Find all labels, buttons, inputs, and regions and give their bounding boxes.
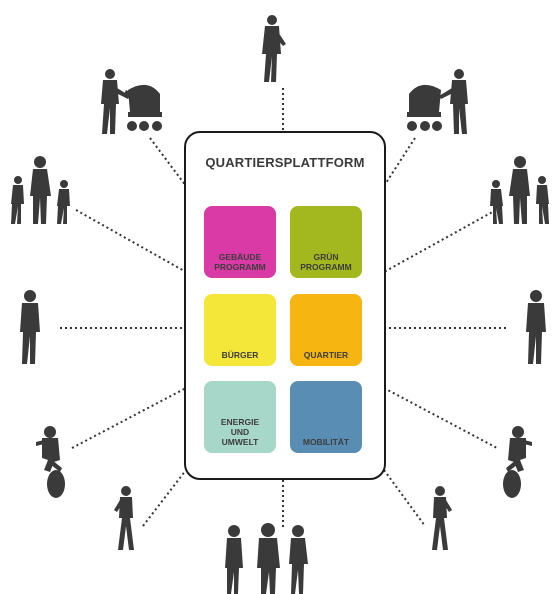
module-label: MOBILITÄT [302, 437, 350, 447]
platform-title: QUARTIERSPLATTFORM [205, 155, 365, 170]
connector-upper-right [383, 209, 497, 273]
module-tile-gebaeude: GEBÄUDE PROGRAMM [204, 206, 276, 278]
family-with-children-icon [11, 156, 70, 224]
connector-lower-left [71, 387, 187, 449]
person-walking-icon [526, 290, 546, 364]
cyclist-icon [36, 426, 65, 498]
connector-upper-left [75, 209, 187, 273]
module-label: GRÜN PROGRAMM [300, 252, 352, 272]
connector-bottom-right [383, 469, 426, 527]
family-with-children-icon [490, 156, 549, 224]
connector-lines [60, 88, 508, 528]
module-tile-quartier: QUARTIER [290, 294, 362, 366]
person-walking-icon [20, 290, 40, 364]
module-label: BÜRGER [221, 350, 259, 360]
module-tile-energie: ENERGIE UND UMWELT [204, 381, 276, 453]
parent-with-stroller-icon [101, 69, 162, 134]
group-of-people-icon [225, 523, 308, 594]
module-label: QUARTIER [303, 350, 349, 360]
child-walking-icon [114, 486, 134, 550]
child-walking-icon [432, 486, 452, 550]
person-standing-icon [262, 15, 286, 82]
module-label: GEBÄUDE PROGRAMM [214, 252, 266, 272]
module-tile-mobilitaet: MOBILITÄT [290, 381, 362, 453]
connector-lower-right [383, 387, 498, 449]
parent-with-stroller-icon [407, 69, 468, 134]
module-label: ENERGIE UND UMWELT [220, 417, 260, 447]
module-tile-buerger: BÜRGER [204, 294, 276, 366]
connector-top-right [383, 137, 416, 187]
connector-bottom-left [142, 469, 187, 527]
module-tile-gruen: GRÜN PROGRAMM [290, 206, 362, 278]
cyclist-icon [503, 426, 532, 498]
connector-top-left [149, 137, 187, 187]
